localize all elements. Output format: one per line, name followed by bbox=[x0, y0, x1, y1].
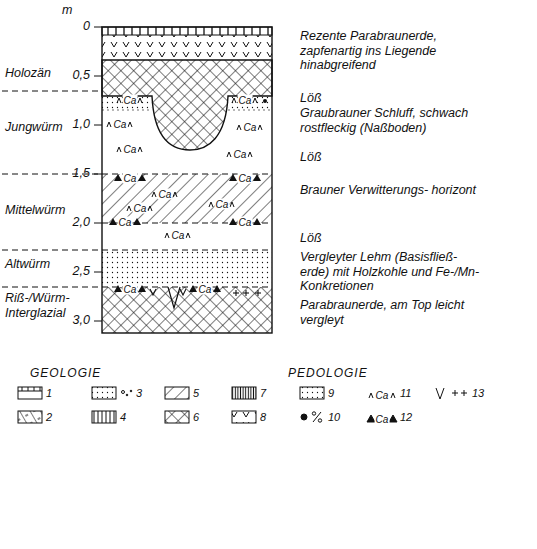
carbonate-mark: Ca bbox=[233, 149, 248, 160]
carbonate-mark: Ca bbox=[238, 95, 253, 106]
unit-label: m bbox=[62, 3, 82, 18]
stratigraphy-label: Mittelwürm bbox=[5, 203, 85, 218]
carbonate-mark: Ca bbox=[113, 119, 128, 130]
horizon-description: Vergleyter Lehm (Basisfließ- erde) mit H… bbox=[300, 250, 480, 294]
carbonate-mark: Ca bbox=[215, 199, 230, 210]
carbonate-mark: Ca bbox=[133, 203, 148, 214]
legend-number: 7 bbox=[260, 386, 266, 401]
carbonate-mark: Ca bbox=[123, 173, 138, 184]
depth-label: 0 bbox=[50, 19, 90, 34]
carbonate-mark: Ca bbox=[243, 122, 258, 133]
carbonate-mark: Ca bbox=[198, 284, 213, 295]
carbonate-mark: Ca bbox=[123, 284, 138, 295]
legend-carbonate-mark: Ca bbox=[375, 414, 390, 425]
stratigraphy-label: Holozän bbox=[5, 66, 75, 81]
legend-number: 3 bbox=[136, 386, 142, 401]
depth-label: 1,5 bbox=[50, 166, 90, 181]
horizon-description: Löß bbox=[300, 91, 480, 106]
depth-label: 2,0 bbox=[50, 215, 90, 230]
legend-heading: PEDOLOGIE bbox=[288, 366, 408, 381]
legend-number: 11 bbox=[400, 386, 411, 401]
horizon-description: Löß bbox=[300, 150, 480, 165]
horizon-description: Brauner Verwitterungs- horizont bbox=[300, 183, 480, 198]
stratigraphy-label: Altwürm bbox=[5, 257, 75, 272]
legend-number: 5 bbox=[193, 386, 199, 401]
depth-label: 0,5 bbox=[50, 68, 90, 83]
legend-number: 9 bbox=[328, 386, 334, 401]
legend-number: 13 bbox=[472, 386, 484, 401]
carbonate-mark: Ca bbox=[238, 173, 253, 184]
carbonate-mark: Ca bbox=[158, 189, 173, 200]
carbonate-mark: Ca bbox=[123, 95, 138, 106]
legend-number: 2 bbox=[46, 410, 52, 425]
horizon-description: Rezente Parabraunerde, zapfenartig ins L… bbox=[300, 29, 480, 73]
carbonate-mark: Ca bbox=[238, 217, 253, 228]
horizon-description: Graubrauner Schluff, schwach rostfleckig… bbox=[300, 106, 480, 135]
stratigraphy-label: Riß-/Würm- Interglazial bbox=[5, 291, 83, 320]
depth-label: 2,5 bbox=[50, 264, 90, 279]
legend-number: 10 bbox=[328, 410, 340, 425]
carbonate-mark: Ca bbox=[123, 144, 138, 155]
legend-heading: GEOLOGIE bbox=[30, 366, 150, 381]
legend-number: 1 bbox=[46, 386, 52, 401]
legend-number: 12 bbox=[400, 410, 412, 425]
legend-number: 6 bbox=[193, 410, 199, 425]
stratigraphy-label: Jungwürm bbox=[5, 120, 75, 135]
horizon-description: Löß bbox=[300, 231, 480, 246]
carbonate-mark: Ca bbox=[118, 217, 133, 228]
horizon-description: Parabraunerde, am Top leicht vergleyt bbox=[300, 298, 480, 327]
legend-carbonate-mark: Ca bbox=[375, 390, 390, 401]
legend-number: 4 bbox=[120, 410, 126, 425]
legend-number: 8 bbox=[260, 410, 266, 425]
carbonate-mark: Ca bbox=[171, 230, 186, 241]
